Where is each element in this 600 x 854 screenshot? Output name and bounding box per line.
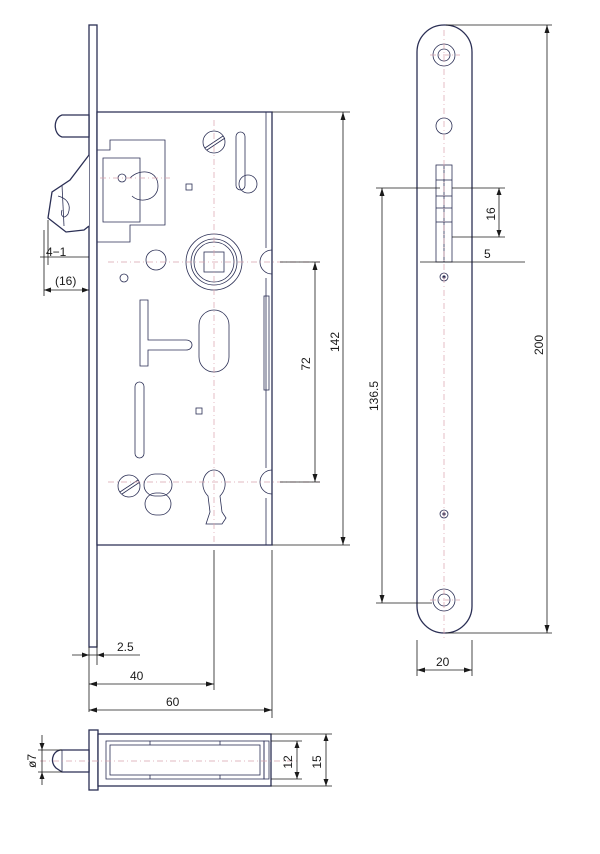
bottom-slot [143,473,173,497]
small-square-top [185,183,193,191]
dim-case-height: 142 [328,332,342,352]
dim-backset: 40 [130,669,144,683]
dim-faceplate-thickness: 2.5 [117,640,134,654]
dead-bolt-nub [54,114,90,138]
front-centerlines [100,120,320,545]
dim-faceplate-width: 20 [436,655,450,669]
section-view [40,729,300,791]
lock-case [96,111,273,546]
latch-spring [129,171,159,201]
small-hole-left [119,273,129,283]
section-case [97,733,272,787]
top-slot [235,131,246,191]
bottom-slot-2 [144,492,172,516]
small-square-mid [195,407,203,415]
dim-bolt-gap: 4−1 [46,245,67,259]
faceplate-view [416,24,473,640]
dim-faceplate-length: 200 [532,335,546,355]
latch-slider [102,157,141,223]
forend-strip [88,24,98,648]
dim-case-depth-outer: 15 [310,755,324,769]
section-dimensions: ø7 12 15 [25,733,332,787]
case-rib [263,295,270,391]
latch-bolt [47,154,90,233]
section-forend [88,729,99,791]
lock-front-view [47,24,273,648]
latch-mechanism [97,139,166,243]
t-lever [139,299,193,367]
dim-case-depth-inner: 12 [281,755,295,769]
faceplate-outline [416,24,473,634]
dim-latch-slot-height: 16 [484,207,498,221]
long-slot [134,381,145,459]
front-dimensions: 4−1 (16) 142 72 2.5 40 [40,111,350,718]
dim-fixing-spacing: 136.5 [367,381,381,411]
dim-handle-keyhole: 72 [299,357,313,371]
dim-bolt-projection: (16) [55,274,76,288]
faceplate-hole-lower [439,509,449,519]
dim-pin-diameter: ø7 [25,754,39,768]
latch-bolt-arc [57,195,70,218]
top-right-hole [238,174,258,194]
faceplate-dimensions: 200 136.5 16 5 20 [367,24,552,676]
dim-latch-slot-offset: 5 [484,247,491,261]
latch-bolt-edge [61,184,65,227]
dim-case-width: 60 [166,695,180,709]
hole-left-of-hub [145,249,167,271]
